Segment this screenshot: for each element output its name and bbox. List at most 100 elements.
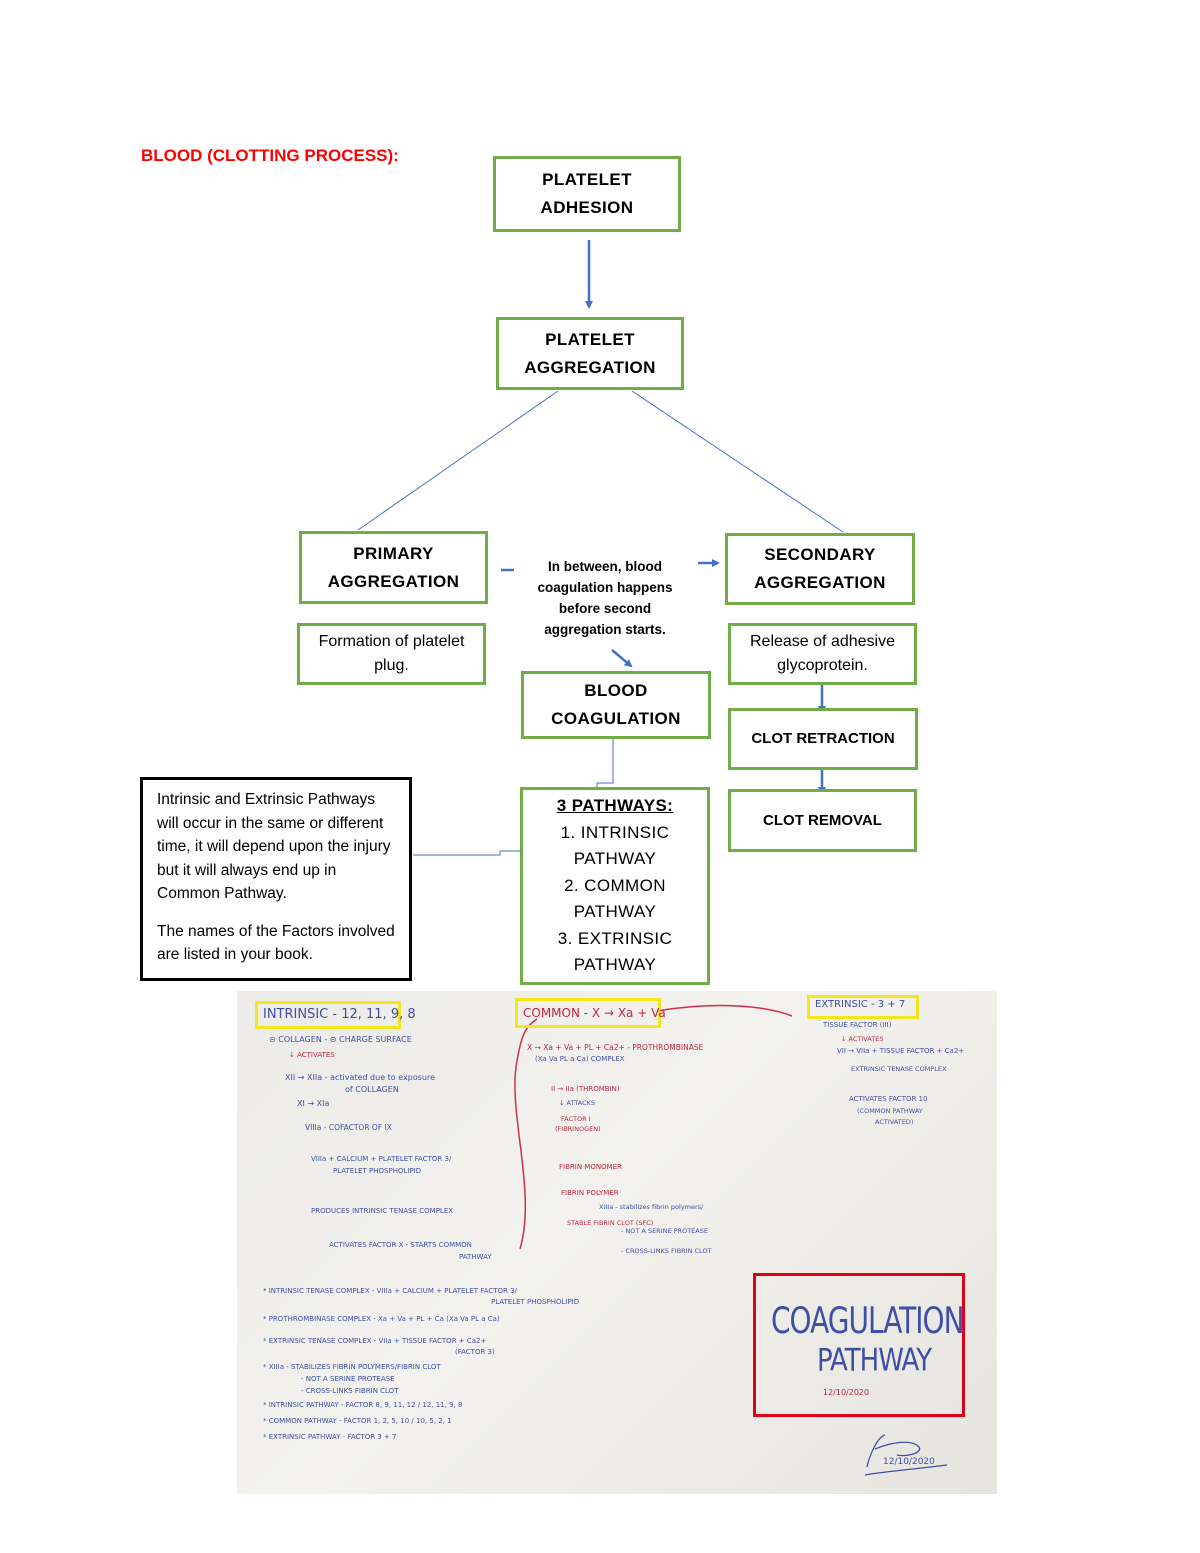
common-line: II → IIa (THROMBIN)	[551, 1085, 620, 1093]
pathways-heading: 3 PATHWAYS:	[556, 796, 674, 816]
blood-coagulation-line-2: COAGULATION	[551, 709, 681, 728]
common-line: (FIBRINOGEN)	[555, 1125, 601, 1133]
extrinsic-highlight	[807, 995, 919, 1019]
intrinsic-line: XII → XIIa - activated due to exposure	[285, 1073, 435, 1082]
extrinsic-line: ACTIVATES FACTOR 10	[849, 1095, 928, 1103]
common-highlight	[515, 998, 661, 1028]
intrinsic-line: PATHWAY	[459, 1253, 492, 1261]
between-note-line-1: In between, blood	[548, 559, 662, 574]
pathways-line-3: 2. COMMON	[564, 875, 666, 895]
extrinsic-line: (COMMON PATHWAY	[857, 1107, 923, 1115]
footnote-line: * EXTRINSIC TENASE COMPLEX - VIIa + TISS…	[263, 1337, 487, 1345]
footnote-line: - NOT A SERINE PROTEASE	[301, 1375, 395, 1383]
intrinsic-line: VIIIa + CALCIUM + PLATELET FACTOR 3/	[311, 1155, 452, 1163]
blood-coagulation-box: BLOOD COAGULATION	[521, 671, 711, 739]
pathways-line-2: PATHWAY	[573, 849, 657, 869]
intrinsic-line: ⊝ COLLAGEN - ⊝ CHARGE SURFACE	[269, 1035, 412, 1044]
platelet-adhesion-line-1: PLATELET	[542, 170, 632, 189]
pathways-line-4: PATHWAY	[573, 902, 657, 922]
signature-icon	[864, 1434, 948, 1476]
line-aggregation-to-primary	[357, 390, 559, 531]
line-coagulation-to-pathways	[596, 739, 614, 789]
clot-retraction-box: CLOT RETRACTION	[728, 708, 918, 770]
pathways-note-box: Intrinsic and Extrinsic Pathways will oc…	[140, 777, 412, 981]
platelet-aggregation-box: PLATELET AGGREGATION	[496, 317, 684, 390]
footnote-line: * EXTRINSIC PATHWAY - FACTOR 3 + 7	[263, 1433, 397, 1441]
intrinsic-line: PLATELET PHOSPHOLIPID	[333, 1167, 422, 1175]
footnote-line: * INTRINSIC PATHWAY - FACTOR 8, 9, 11, 1…	[263, 1401, 463, 1409]
common-line: FACTOR I	[561, 1115, 591, 1123]
footnote-line: (FACTOR 3)	[455, 1348, 495, 1356]
intrinsic-line: ACTIVATES FACTOR X - STARTS COMMON	[329, 1241, 472, 1249]
line-aggregation-to-secondary	[631, 390, 844, 533]
platelet-adhesion-box: PLATELET ADHESION	[493, 156, 681, 232]
clot-removal-box: CLOT REMOVAL	[728, 789, 917, 852]
common-line: FIBRIN POLYMER	[561, 1189, 619, 1197]
photo-curve	[514, 1004, 793, 1250]
line-pathways-to-note	[413, 850, 520, 856]
primary-aggregation-line-2: AGGREGATION	[327, 571, 460, 591]
common-line: XIIIa - stabilizes fibrin polymers/	[599, 1203, 704, 1211]
primary-aggregation-box: PRIMARY AGGREGATION	[299, 531, 488, 604]
arrow-between-to-coagulation	[611, 649, 633, 668]
secondary-description-line-2: glycoprotein.	[777, 657, 868, 674]
between-note-line-4: aggregation starts.	[544, 622, 666, 637]
common-line: FIBRIN MONOMER	[559, 1163, 622, 1171]
platelet-aggregation-line-2: AGGREGATION	[524, 357, 656, 377]
extrinsic-line: ACTIVATED)	[875, 1118, 914, 1126]
pathways-note-paragraph-1: Intrinsic and Extrinsic Pathways will oc…	[157, 791, 391, 902]
common-line: - CROSS-LINKS FIBRIN CLOT	[621, 1247, 712, 1255]
secondary-aggregation-box: SECONDARY AGGREGATION	[725, 533, 915, 605]
secondary-aggregation-line-1: SECONDARY	[764, 545, 876, 564]
extrinsic-line: VII → VIIa + TISSUE FACTOR + Ca2+	[837, 1047, 965, 1055]
stamp-title-line-1: COAGULATION	[771, 1299, 965, 1342]
common-line: - NOT A SERINE PROTEASE	[621, 1227, 708, 1235]
between-note-line-2: coagulation happens	[537, 580, 673, 595]
intrinsic-line: XI → XIa	[297, 1099, 330, 1108]
common-heading: COMMON - X → Xa + Va	[523, 1006, 666, 1020]
between-note-line-3: before second	[558, 601, 652, 616]
blood-coagulation-line-1: BLOOD	[584, 681, 648, 700]
footnote-line: * XIIIa - STABILIZES FIBRIN POLYMERS/FIB…	[263, 1363, 441, 1371]
intrinsic-line: ↓ ACTIVATES	[289, 1051, 335, 1059]
clot-retraction-label: CLOT RETRACTION	[751, 730, 895, 747]
primary-description-line-1: Formation of platelet	[318, 633, 465, 650]
common-line: (Xa Va PL a Ca) COMPLEX	[535, 1055, 625, 1063]
stamp-date: 12/10/2020	[823, 1388, 870, 1397]
intrinsic-heading: INTRINSIC - 12, 11, 9, 8	[263, 1007, 416, 1022]
common-line: X → Xa + Va + PL + Ca2+ - PROTHROMBINASE	[527, 1043, 704, 1052]
secondary-description-line-1: Release of adhesive	[750, 633, 895, 650]
intrinsic-line: VIIIa - COFACTOR OF IX	[305, 1123, 392, 1132]
pathways-line-1: 1. INTRINSIC	[560, 822, 670, 842]
footnote-line: * PROTHROMBINASE COMPLEX - Xa + Va + PL …	[263, 1315, 500, 1323]
common-line: ↓ ATTACKS	[559, 1099, 596, 1107]
extrinsic-line: ↓ ACTIVATES	[841, 1035, 884, 1043]
clot-removal-label: CLOT REMOVAL	[763, 811, 882, 829]
secondary-description-box: Release of adhesive glycoprotein.	[728, 623, 917, 685]
intrinsic-highlight	[255, 1001, 401, 1029]
between-note: In between, blood coagulation happens be…	[519, 556, 691, 640]
secondary-aggregation-line-2: AGGREGATION	[754, 573, 886, 592]
primary-aggregation-line-1: PRIMARY	[353, 543, 434, 563]
platelet-aggregation-line-1: PLATELET	[545, 329, 635, 349]
primary-description-line-2: plug.	[374, 657, 409, 674]
intrinsic-line: PRODUCES INTRINSIC TENASE COMPLEX	[311, 1207, 454, 1215]
footnote-line: - CROSS-LINKS FIBRIN CLOT	[301, 1387, 399, 1395]
footnote-line: PLATELET PHOSPHOLIPID	[491, 1298, 580, 1306]
stamp-title-line-2: PATHWAY	[817, 1343, 932, 1379]
pathways-line-6: PATHWAY	[573, 955, 657, 975]
signature-date: 12/10/2020	[883, 1457, 935, 1467]
intrinsic-line: of COLLAGEN	[345, 1085, 399, 1094]
page-title: BLOOD (CLOTTING PROCESS):	[141, 146, 399, 165]
pathways-note-paragraph-2: The names of the Factors involved are li…	[157, 922, 395, 964]
primary-description-box: Formation of platelet plug.	[297, 623, 486, 685]
footnote-line: * INTRINSIC TENASE COMPLEX - VIIIa + CAL…	[263, 1287, 517, 1295]
extrinsic-line: TISSUE FACTOR (III)	[823, 1021, 892, 1029]
pathways-line-5: 3. EXTRINSIC	[557, 928, 673, 948]
pathways-box: 3 PATHWAYS: 1. INTRINSIC PATHWAY 2. COMM…	[520, 787, 710, 985]
common-line: STABLE FIBRIN CLOT (SFC)	[567, 1219, 654, 1227]
handwritten-notes-photo: INTRINSIC - 12, 11, 9, 8 COMMON - X → Xa…	[237, 991, 997, 1494]
extrinsic-line: EXTRINSIC TENASE COMPLEX	[851, 1065, 947, 1073]
platelet-adhesion-line-2: ADHESION	[540, 198, 634, 217]
